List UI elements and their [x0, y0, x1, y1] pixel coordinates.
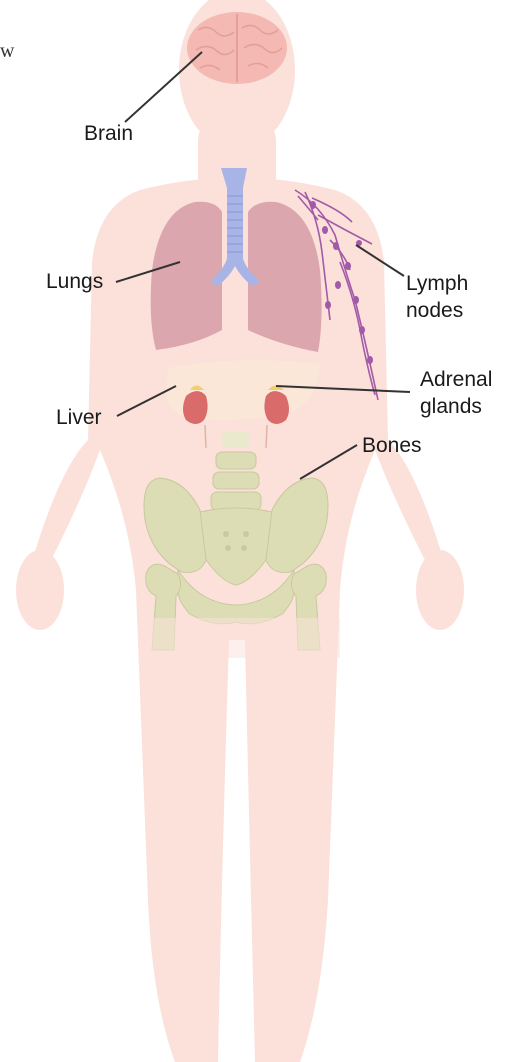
brain-organ — [187, 12, 287, 84]
label-adrenal-glands-line2: glands — [420, 393, 482, 420]
label-brain: Brain — [84, 120, 133, 147]
label-adrenal-glands-line1: Adrenal — [420, 366, 492, 393]
label-lymph-nodes-line2: nodes — [406, 297, 463, 324]
label-lungs: Lungs — [46, 268, 103, 295]
label-lymph-nodes-line1: Lymph — [406, 270, 468, 297]
label-liver: Liver — [56, 404, 102, 431]
label-bones: Bones — [362, 432, 422, 459]
femur-fade — [140, 618, 340, 658]
